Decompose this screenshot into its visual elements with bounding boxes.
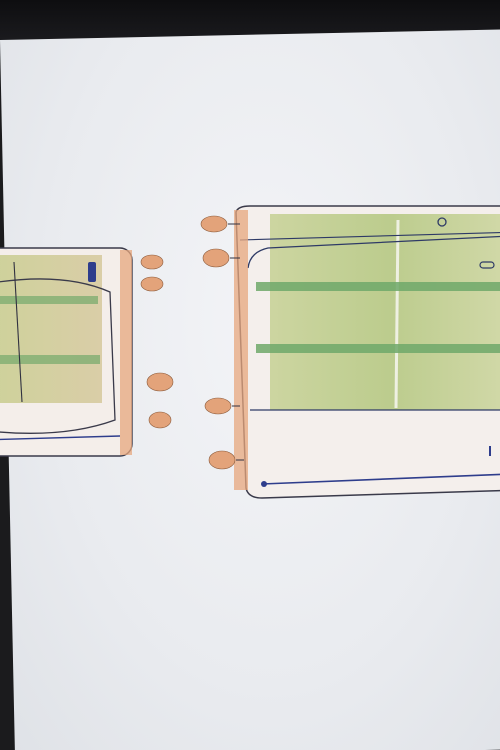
right-zipper-pull: [261, 481, 267, 487]
left-lock-icon: [88, 262, 96, 282]
left-rail: [0, 296, 98, 304]
right-suitcase-contents: [270, 214, 500, 410]
left-rail: [0, 355, 100, 364]
left-lid-outline: [0, 278, 116, 434]
left-hinge-edge: [120, 250, 132, 455]
left-wheel: [148, 411, 172, 429]
right-lid-outline: [239, 232, 500, 241]
right-suitcase: [200, 205, 500, 499]
right-hinge-edge: [234, 210, 248, 490]
right-rail: [256, 344, 500, 353]
right-rail: [256, 282, 500, 291]
right-wheel: [202, 248, 230, 268]
right-wheel: [200, 215, 228, 233]
right-lid-outline: [247, 235, 500, 269]
left-zipper-line: [0, 435, 121, 441]
left-wheel: [146, 372, 174, 392]
left-suitcase: [0, 247, 174, 457]
right-wheel: [208, 450, 236, 470]
right-wheel: [204, 397, 232, 415]
right-divider: [394, 219, 400, 409]
left-wheel: [140, 276, 164, 292]
left-wheel: [140, 254, 164, 270]
left-frame-wire: [13, 261, 23, 403]
right-tag-icon: [437, 217, 447, 227]
right-buckle-icon: [479, 261, 495, 269]
right-zipper-line: [261, 473, 500, 485]
